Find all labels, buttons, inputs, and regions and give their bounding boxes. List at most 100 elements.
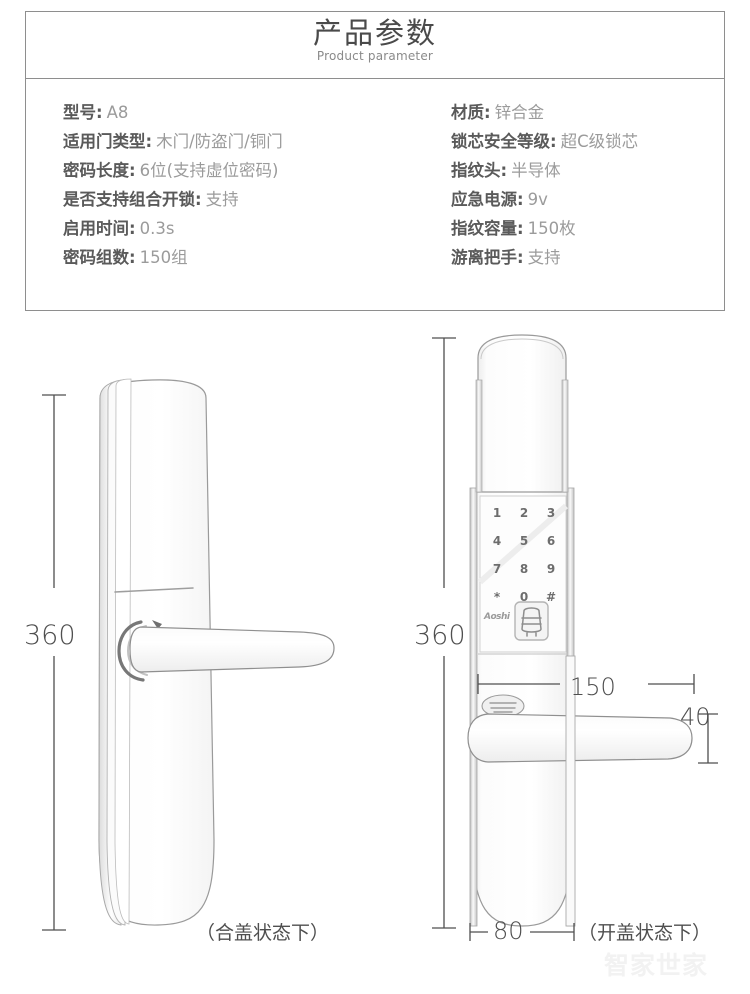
spec-row: 指纹容量 : 150枚: [451, 215, 638, 244]
keypad-key-9[interactable]: 9: [546, 562, 556, 576]
spec-label: 密码组数: [63, 248, 129, 267]
keypad-row: 4 5 6: [488, 534, 560, 562]
keypad-panel-reflection: [478, 503, 568, 585]
keypad-row: * 0 #: [488, 590, 560, 618]
spec-label: 是否支持组合开锁: [63, 190, 195, 209]
caption-open-cover: （开盖状态下）: [578, 922, 712, 944]
spec-row: 材质 : 锌合金: [451, 99, 638, 128]
spec-label: 锁芯安全等级: [451, 132, 550, 151]
spec-value: 0.3s: [139, 219, 175, 238]
spec-label: 指纹容量: [451, 219, 517, 238]
body-width-dimension-line: [469, 923, 575, 941]
spec-value: 锌合金: [494, 103, 545, 122]
spec-value: 150组: [139, 248, 188, 267]
right-cover-rail-left: [475, 379, 483, 493]
spec-value: 150枚: [527, 219, 576, 238]
left-lock-drawing: [42, 334, 718, 941]
spec-value: 9v: [527, 190, 548, 209]
fingerprint-sensor[interactable]: [514, 601, 549, 641]
keypad-key-hash[interactable]: #: [545, 590, 557, 604]
spec-colon: :: [145, 132, 153, 151]
spec-label: 应急电源: [451, 190, 517, 209]
keypad-key-5[interactable]: 5: [519, 534, 529, 548]
product-diagram-area: 1 2 3 4 5 6 7 8 9 * 0 # Aoshi 360 360 15…: [0, 320, 750, 994]
spec-colon: :: [129, 161, 136, 180]
spec-value: 半导体: [511, 161, 561, 180]
right-cover-rail-right: [561, 379, 569, 493]
left-lock-bevel-inner: [114, 378, 132, 925]
spec-label: 适用门类型: [63, 132, 146, 151]
right-lock-handle: [467, 655, 693, 927]
spec-row: 游离把手 : 支持: [451, 244, 638, 273]
dimension-label-height-right: 360: [414, 620, 466, 651]
handle-length-dimension-line: [477, 674, 695, 694]
dimension-label-body-width: 80: [493, 917, 524, 945]
spec-colon: :: [550, 132, 557, 151]
spec-row: 应急电源 : 9v: [451, 186, 638, 215]
left-handle-notch: [152, 620, 162, 629]
left-handle-rosette-ring: [117, 620, 145, 682]
left-handle-lever: [129, 626, 335, 673]
spec-row: 是否支持组合开锁 : 支持: [63, 186, 283, 215]
brand-logo-mark: Aoshi: [484, 612, 510, 622]
spec-column-left: 型号 : A8 适用门类型 : 木门/防盗门/铜门 密码长度 : 6位(支持虚位…: [63, 99, 283, 273]
spec-colon: :: [129, 248, 136, 267]
right-lock-sliding-cover: [477, 334, 567, 493]
keypad-key-4[interactable]: 4: [492, 534, 502, 548]
spec-label: 启用时间: [63, 219, 129, 238]
right-handle-lever: [467, 713, 693, 763]
spec-label: 材质: [451, 103, 484, 122]
keypad-key-8[interactable]: 8: [519, 562, 529, 576]
keypad-row: 7 8 9: [488, 562, 560, 590]
spec-value: 支持: [527, 248, 561, 267]
spec-value: 超C级锁芯: [560, 132, 639, 151]
right-height-dimension-line: [432, 337, 456, 929]
spec-label: 型号: [63, 103, 96, 122]
spec-colon: :: [195, 190, 202, 209]
spec-row: 密码长度 : 6位(支持虚位密码): [63, 157, 283, 186]
panel-body: 型号 : A8 适用门类型 : 木门/防盗门/铜门 密码长度 : 6位(支持虚位…: [26, 79, 724, 310]
page-subtitle: Product parameter: [316, 49, 434, 63]
right-handle-spindle: [565, 655, 576, 927]
caption-closed-cover: （合盖状态下）: [196, 922, 330, 944]
dimension-label-height-left: 360: [24, 620, 76, 651]
left-height-dimension-line: [42, 394, 66, 931]
left-lock-handle: [117, 620, 335, 682]
right-lock-rail-left: [469, 487, 478, 927]
spec-label: 游离把手: [451, 248, 517, 267]
keypad-key-3[interactable]: 3: [546, 506, 556, 520]
right-lock-cover-highlight: [480, 338, 564, 360]
dimension-label-handle-height: 40: [680, 703, 711, 731]
spec-row: 型号 : A8: [63, 99, 283, 128]
spec-value: 木门/防盗门/铜门: [156, 132, 283, 151]
dimension-label-handle-length: 150: [570, 673, 616, 701]
keypad-row: 1 2 3: [488, 506, 560, 534]
left-lock-seam-line: [114, 587, 194, 593]
keypad-key-2[interactable]: 2: [519, 506, 529, 520]
spec-row: 指纹头 : 半导体: [451, 157, 638, 186]
keypad-key-7[interactable]: 7: [492, 562, 502, 576]
handle-height-dimension-line: [698, 713, 718, 764]
spec-value: A8: [106, 103, 129, 122]
spec-row: 适用门类型 : 木门/防盗门/铜门: [63, 128, 283, 157]
spec-row: 启用时间 : 0.3s: [63, 215, 283, 244]
spec-colon: :: [517, 248, 524, 267]
keypad[interactable]: 1 2 3 4 5 6 7 8 9 * 0 #: [488, 506, 560, 618]
spec-row: 密码组数 : 150组: [63, 244, 283, 273]
fingerprint-icon: [521, 607, 542, 637]
spec-column-right: 材质 : 锌合金 锁芯安全等级 : 超C级锁芯 指纹头 : 半导体 应急电源 :…: [451, 99, 638, 273]
spec-colon: :: [129, 219, 136, 238]
keypad-key-0[interactable]: 0: [519, 590, 529, 604]
spec-label: 密码长度: [63, 161, 129, 180]
product-parameter-panel: 产品参数 Product parameter 型号 : A8 适用门类型 : 木…: [25, 11, 725, 311]
spec-colon: :: [517, 190, 524, 209]
keypad-key-1[interactable]: 1: [492, 506, 502, 520]
spec-value: 支持: [205, 190, 239, 209]
watermark: 智家世家: [604, 951, 709, 980]
keypad-key-star[interactable]: *: [493, 590, 501, 604]
panel-header: 产品参数 Product parameter: [26, 12, 724, 79]
spec-label: 指纹头: [451, 161, 501, 180]
spec-value: 6位(支持虚位密码): [139, 161, 279, 180]
keypad-key-6[interactable]: 6: [546, 534, 556, 548]
spec-colon: :: [500, 161, 508, 180]
